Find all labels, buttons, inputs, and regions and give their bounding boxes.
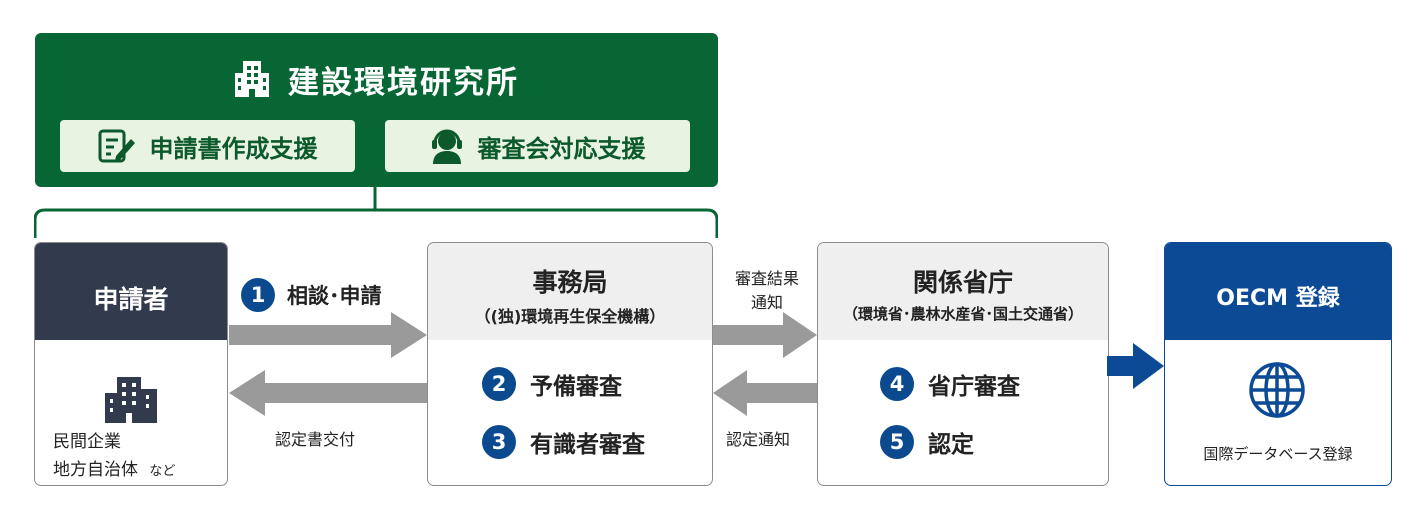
support-item-application-writing: 申請書作成支援: [60, 120, 355, 172]
step-ministry-review: 4 省庁審査: [880, 367, 1020, 401]
secretariat-box: 事務局 （(独)環境再生保全機構） 2 予備審査 3 有識者審査: [427, 242, 713, 486]
oecm-header: OECM 登録: [1165, 243, 1391, 340]
support-item-label: 審査会対応支援: [477, 134, 646, 163]
step-label: 省庁審査: [928, 374, 1020, 400]
flow-review-result-line1: 審査結果: [734, 269, 799, 288]
secretariat-title: 事務局: [532, 268, 608, 297]
flow-consult-label: 相談･申請: [287, 284, 382, 308]
document-edit-icon: [98, 129, 135, 163]
applicant-box: 申請者 民間企業 地方自治体 など: [34, 242, 228, 486]
support-item-review-meeting: 審査会対応支援: [385, 120, 690, 172]
globe-icon: [1249, 362, 1305, 418]
oecm-box: OECM 登録 国際データベース登録: [1164, 242, 1392, 486]
ministry-subtitle: （環境省･農林水産省･国土交通省）: [842, 305, 1083, 323]
step-number-badge: 3: [482, 425, 516, 459]
applicant-type-company: 民間企業: [53, 432, 121, 452]
applicant-title: 申請者: [93, 285, 169, 314]
oecm-title: OECM 登録: [1216, 286, 1340, 311]
building-icon: [235, 61, 269, 97]
step-preliminary-review: 2 予備審査: [482, 367, 622, 401]
secretariat-subtitle: （(独)環境再生保全機構）: [474, 307, 666, 326]
ministry-title: 関係省庁: [912, 268, 1013, 297]
flow-review-result-label: 審査結果 通知: [726, 265, 808, 313]
applicant-etc-label: など: [149, 464, 176, 479]
institute-panel: 建設環境研究所 申請書作成支援 審査会対応支援: [35, 33, 718, 187]
applicant-type-local-gov-label: 地方自治体: [53, 460, 138, 480]
arrow-oecm-registration: [1107, 343, 1164, 389]
step-number-badge: 5: [880, 425, 914, 459]
step-number-badge: 2: [482, 367, 516, 401]
headset-person-icon: [431, 129, 462, 164]
step-label: 認定: [928, 432, 974, 458]
step-label: 有識者審査: [530, 432, 645, 458]
institute-title: 建設環境研究所: [288, 64, 519, 101]
oecm-body-label: 国際データベース登録: [1203, 445, 1353, 463]
arrow-review-result-right: [713, 312, 817, 358]
step-expert-review: 3 有識者審査: [482, 425, 645, 459]
step-label: 予備審査: [530, 374, 622, 400]
step-number-badge: 1: [241, 278, 275, 312]
ministry-header: 関係省庁 （環境省･農林水産省･国土交通省）: [818, 243, 1108, 340]
institute-header: 建設環境研究所: [35, 59, 718, 101]
office-building-icon: [105, 377, 157, 423]
applicant-header: 申請者: [35, 243, 227, 340]
support-item-label: 申請書作成支援: [149, 134, 318, 163]
arrow-certificate-left: [229, 370, 427, 416]
secretariat-header: 事務局 （(独)環境再生保全機構）: [428, 243, 712, 340]
arrow-certification-notice-left: [713, 370, 817, 416]
flow-consult-application: 1 相談･申請: [241, 278, 382, 312]
step-certification: 5 認定: [880, 425, 974, 459]
arrow-consult-right: [229, 312, 427, 358]
support-bracket: [34, 186, 718, 238]
applicant-type-local-gov: 地方自治体 など: [53, 455, 175, 480]
flow-certification-notice-label: 認定通知: [726, 430, 791, 449]
ministry-box: 関係省庁 （環境省･農林水産省･国土交通省） 4 省庁審査 5 認定: [817, 242, 1109, 486]
flow-review-result-line2: 通知: [750, 293, 783, 312]
step-number-badge: 4: [880, 367, 914, 401]
flow-certificate-label: 認定書交付: [275, 430, 356, 449]
